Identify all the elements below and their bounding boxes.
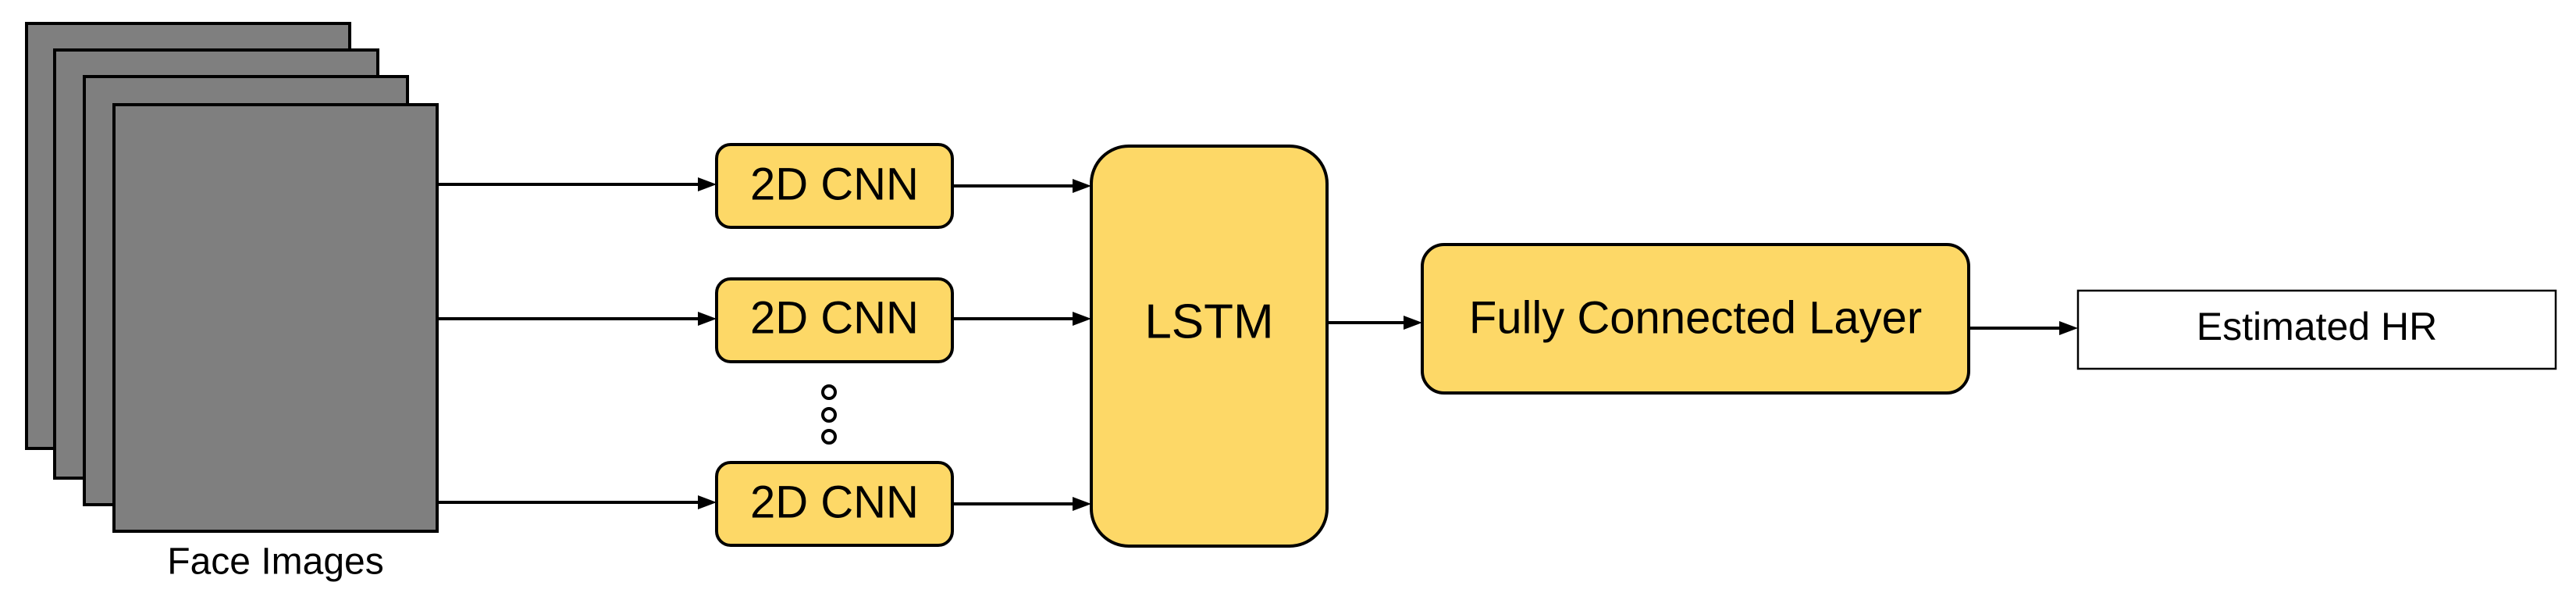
arrow-head-cnn-lstm-2 [1073, 312, 1091, 326]
cnn-block-2-label: 2D CNN [750, 292, 919, 343]
face-image-frame-4 [112, 103, 439, 533]
cnn-block-1-label: 2D CNN [750, 159, 919, 209]
lstm-box [1090, 145, 1329, 548]
ellipsis-dots [821, 384, 837, 445]
cnn-block-3: 2D CNN [715, 461, 954, 547]
arrow-head-frames-cnn-3 [698, 495, 717, 509]
ellipsis-dot-2 [821, 407, 837, 423]
fully-connected-block: Fully Connected Layer [1421, 243, 1970, 395]
cnn-block-2: 2D CNN [715, 277, 954, 363]
arrow-head-lstm-fc [1404, 316, 1422, 330]
arrow-head-fc-output [2059, 321, 2078, 335]
ellipsis-dot-3 [821, 429, 837, 445]
frames-to-cnn-arrows [437, 177, 717, 509]
lstm-to-fc-arrow [1327, 316, 1422, 330]
fully-connected-box [1421, 243, 1970, 395]
arrow-head-cnn-lstm-3 [1073, 497, 1091, 511]
cnn-to-lstm-arrows [952, 179, 1091, 511]
lstm-block: LSTM [1090, 145, 1329, 548]
arrow-head-cnn-lstm-1 [1073, 179, 1091, 193]
fc-to-output-arrow [1969, 321, 2078, 335]
estimated-hr-label: Estimated HR [2197, 305, 2437, 348]
lstm-label: LSTM [1144, 295, 1273, 348]
ellipsis-dot-1 [821, 384, 837, 400]
cnn-block-3-label: 2D CNN [750, 477, 919, 527]
face-images-stack [25, 22, 439, 533]
arrow-head-frames-cnn-2 [698, 312, 717, 326]
arrow-head-frames-cnn-1 [698, 177, 717, 191]
cnn-block-1: 2D CNN [715, 143, 954, 229]
face-images-label: Face Images [167, 541, 383, 583]
output-block: Estimated HR [2076, 289, 2557, 370]
estimated-hr-box [2076, 289, 2557, 370]
fully-connected-label: Fully Connected Layer [1469, 292, 1922, 343]
